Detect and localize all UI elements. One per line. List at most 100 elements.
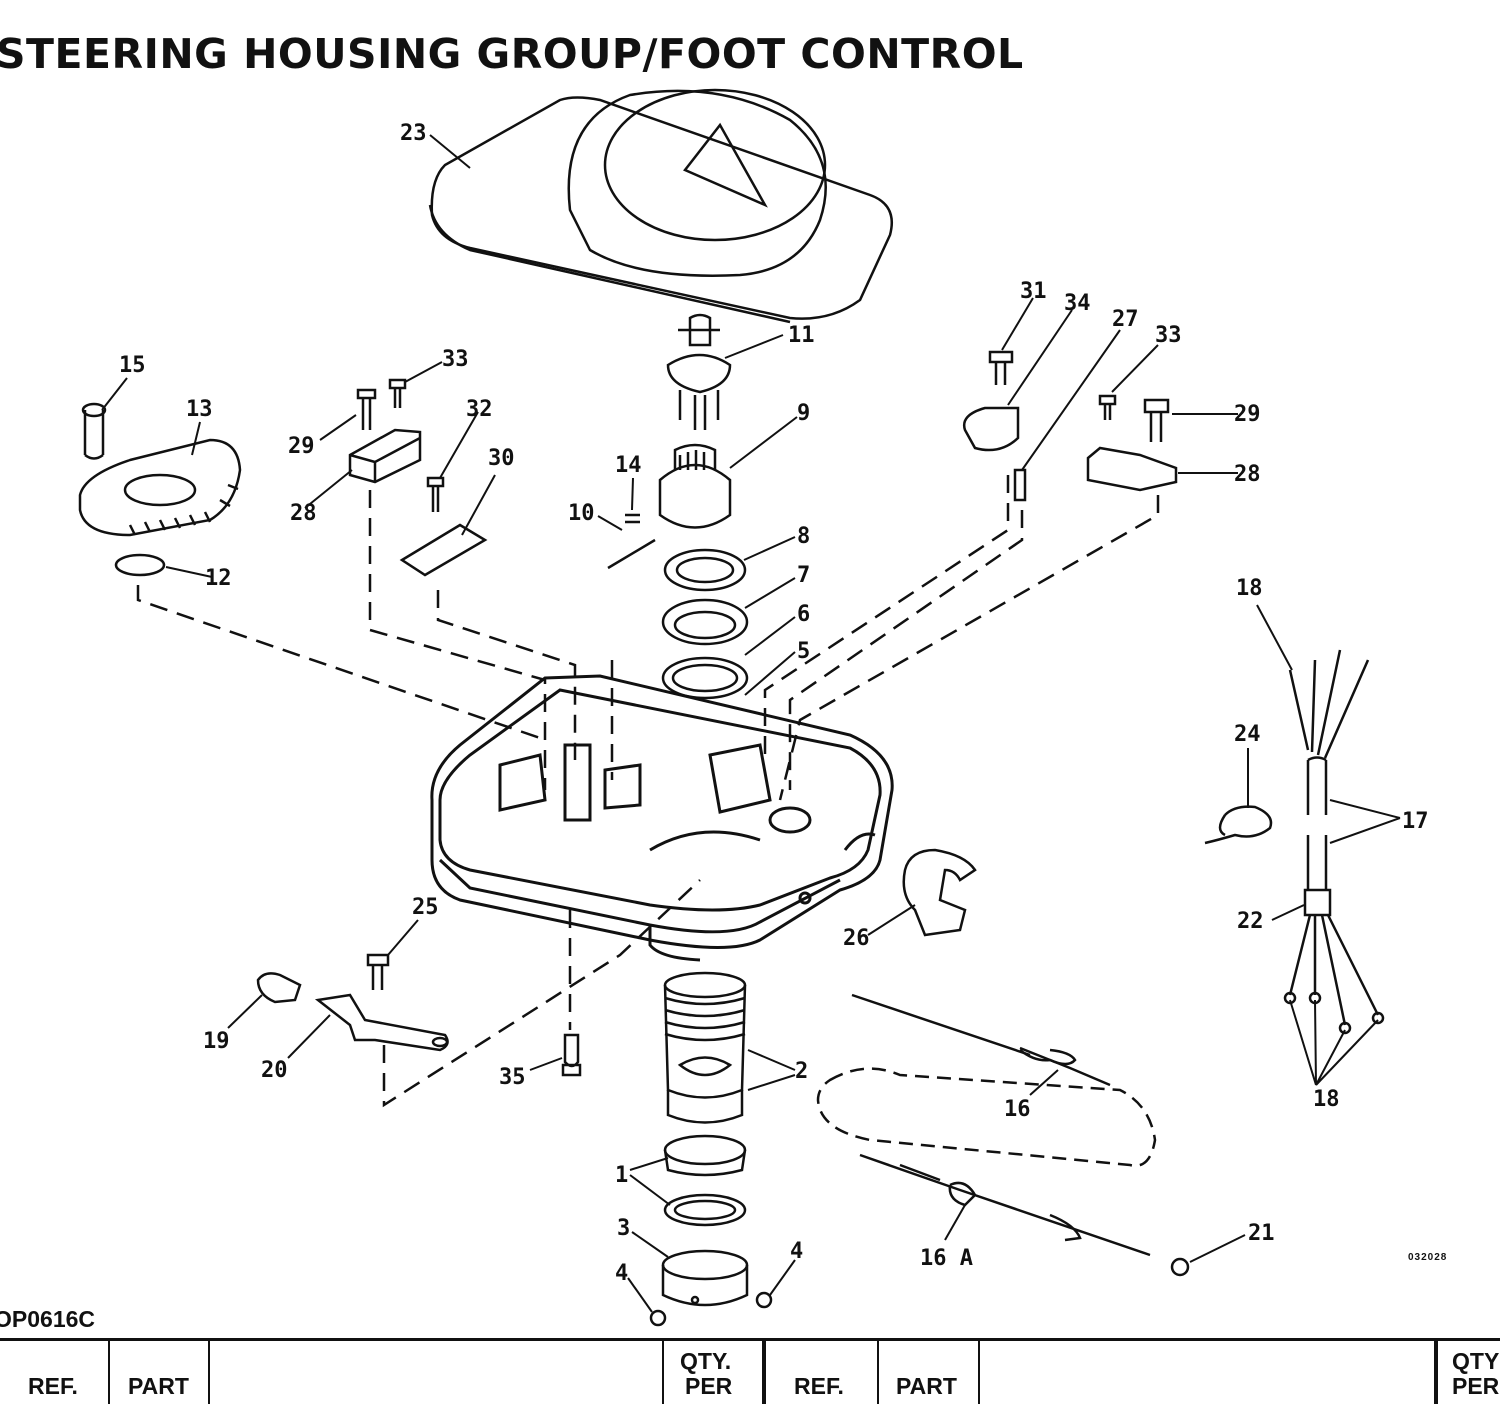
part-27-set-screw [1013, 468, 1027, 502]
callout-10: 10 [568, 501, 595, 526]
callout-35: 35 [499, 1065, 526, 1090]
part-29-screw [356, 388, 377, 430]
part-16A-cable [859, 1153, 1151, 1257]
housing-body [430, 674, 894, 962]
part-24-clip [1204, 805, 1273, 845]
column-divider [877, 1341, 879, 1404]
part-14-spring [625, 513, 640, 524]
callout-18-top: 18 [1236, 576, 1263, 601]
callout-20: 20 [261, 1058, 288, 1083]
callout-27: 27 [1112, 307, 1139, 332]
part-35-screw [561, 1033, 582, 1077]
callout-21: 21 [1248, 1221, 1275, 1246]
part-4-set-screw-left [649, 1309, 667, 1327]
part-33-screw [388, 378, 407, 408]
part-13-sector-gear [78, 438, 242, 537]
callout-26: 26 [843, 926, 870, 951]
callout-16: 16 [1004, 1097, 1031, 1122]
header-per-left: PER [685, 1373, 733, 1399]
part-15-pin [83, 410, 105, 460]
part-28-bracket-left [348, 428, 422, 484]
callout-14: 14 [615, 453, 642, 478]
callout-31: 31 [1020, 279, 1047, 304]
header-ref-right: REF. [794, 1373, 844, 1399]
callout-30: 30 [488, 446, 515, 471]
column-divider [1434, 1341, 1438, 1404]
callout-28-left: 28 [290, 501, 317, 526]
callout-1: 1 [615, 1163, 628, 1188]
callout-22: 22 [1237, 909, 1264, 934]
callout-23: 23 [400, 121, 427, 146]
callout-5: 5 [797, 639, 810, 664]
part-33-screw-right [1098, 394, 1117, 420]
callout-33-left: 33 [442, 347, 469, 372]
part-19-knob [256, 972, 302, 1004]
parts-table-header: REF. PART QTY. PER REF. PART QTY PER [0, 1338, 1500, 1404]
part-32-screw [426, 476, 445, 512]
callout-labels: 23 11 9 14 10 8 7 6 5 15 13 12 33 29 28 … [119, 121, 1429, 1286]
callout-3: 3 [617, 1216, 630, 1241]
callout-18-bottom: 18 [1313, 1087, 1340, 1112]
part-30-plate [399, 523, 488, 577]
part-1-bushing-lower [663, 1193, 747, 1227]
header-qty-left: QTY. [680, 1348, 732, 1374]
callout-4-right: 4 [790, 1239, 803, 1264]
part-10-pin [607, 538, 656, 570]
column-divider [662, 1341, 664, 1404]
callout-33-right: 33 [1155, 323, 1182, 348]
callout-11: 11 [788, 323, 815, 348]
callout-8: 8 [797, 524, 810, 549]
callout-6: 6 [797, 602, 810, 627]
part-12-washer [114, 553, 166, 577]
figure-code: OP0616C [0, 1306, 96, 1332]
part-20-strap [314, 993, 449, 1052]
callout-16A: 16 A [920, 1246, 973, 1271]
diagram-title: STEERING HOUSING GROUP/FOOT CONTROL [0, 30, 1024, 78]
part-31-screw [988, 350, 1014, 385]
callout-19: 19 [203, 1029, 230, 1054]
part-7-race [661, 598, 749, 646]
callout-9: 9 [797, 401, 810, 426]
callout-28-right: 28 [1234, 462, 1261, 487]
callout-32: 32 [466, 397, 493, 422]
header-part-right: PART [896, 1373, 957, 1399]
wiring-harness [1283, 649, 1385, 1035]
column-divider [108, 1341, 110, 1404]
part-16-cable [851, 993, 1111, 1087]
part-34-clamp [962, 406, 1020, 452]
part-4-set-screw-right [755, 1291, 773, 1309]
assembly-dashed-lines [136, 475, 1160, 1108]
part-26-grommet [902, 848, 977, 937]
part-23-top-cover [428, 88, 893, 324]
callout-7: 7 [797, 563, 810, 588]
leader-lines [101, 134, 1401, 1313]
part-11-switch [666, 313, 732, 430]
part-9-pinion [658, 443, 732, 529]
part-29-screw-right [1143, 398, 1170, 442]
part-1-bushing-upper [663, 1134, 747, 1166]
exploded-parts-diagram: 23 11 9 14 10 8 7 6 5 15 13 12 33 29 28 … [78, 88, 1429, 1327]
callout-29-left: 29 [288, 434, 315, 459]
callout-4-left: 4 [615, 1261, 628, 1286]
callout-25: 25 [412, 895, 439, 920]
header-per-right: PER [1452, 1373, 1500, 1399]
column-divider [762, 1341, 766, 1404]
part-2-tube [663, 971, 747, 1124]
column-divider [208, 1341, 210, 1404]
header-qty-right: QTY [1452, 1348, 1500, 1374]
callout-12: 12 [205, 566, 232, 591]
callout-2: 2 [795, 1059, 808, 1084]
part-6-washer [661, 656, 749, 700]
callout-13: 13 [186, 397, 213, 422]
callout-15: 15 [119, 353, 146, 378]
header-part-left: PART [128, 1373, 189, 1399]
callout-29-right: 29 [1234, 402, 1261, 427]
column-divider [978, 1341, 980, 1404]
part-8-bearing [663, 548, 747, 592]
cable-loop-outline [816, 1067, 1157, 1167]
part-21-nut [1170, 1257, 1190, 1277]
callout-17: 17 [1402, 809, 1429, 834]
callout-34: 34 [1064, 291, 1091, 316]
drawing-number: 032028 [1408, 1252, 1448, 1263]
part-25-screw [366, 953, 390, 990]
